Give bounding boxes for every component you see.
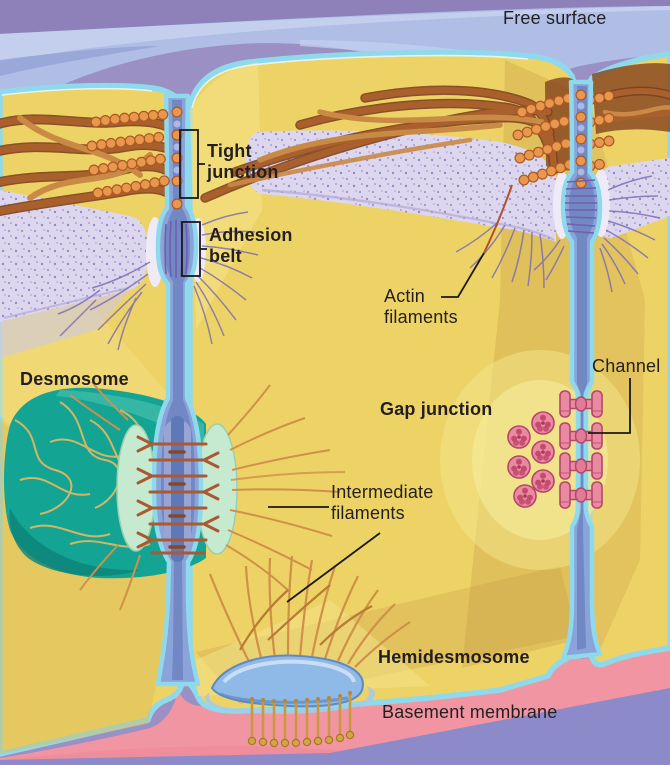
intermediate-filaments-leader-2 [286,532,381,603]
label-gap-junction: Gap junction [380,399,493,419]
label-adhesion-belt: Adhesion belt [209,225,293,266]
tight-junction-bead-rows [86,90,617,199]
hemidesmosome-intermediate-filaments [208,555,411,668]
channel-leader [588,378,631,434]
label-free-surface: Free surface [503,8,607,28]
actin-filaments-leader [441,252,485,298]
leader-lines [179,129,631,603]
label-intermediate-filaments: Intermediate filaments [331,482,434,523]
hemidesmosome [205,555,411,748]
terminal-web-bands [0,130,670,358]
desmosome-crossing-filaments [136,435,220,555]
actin-filament-bundles [0,63,670,217]
label-channel: Channel [592,356,661,376]
label-desmosome: Desmosome [20,369,129,389]
label-basement-membrane: Basement membrane [382,702,558,722]
label-hemidesmosome: Hemidesmosome [378,647,530,667]
label-tight-junction: Tight junction [207,141,279,182]
desmosome-intermediate-filaments [69,381,346,611]
adhesion-belt-filaments-right [565,179,597,234]
label-actin-filaments: Actin filaments [384,286,458,327]
band-fringe-filaments [57,175,661,351]
connective-tissue-band [0,688,670,765]
